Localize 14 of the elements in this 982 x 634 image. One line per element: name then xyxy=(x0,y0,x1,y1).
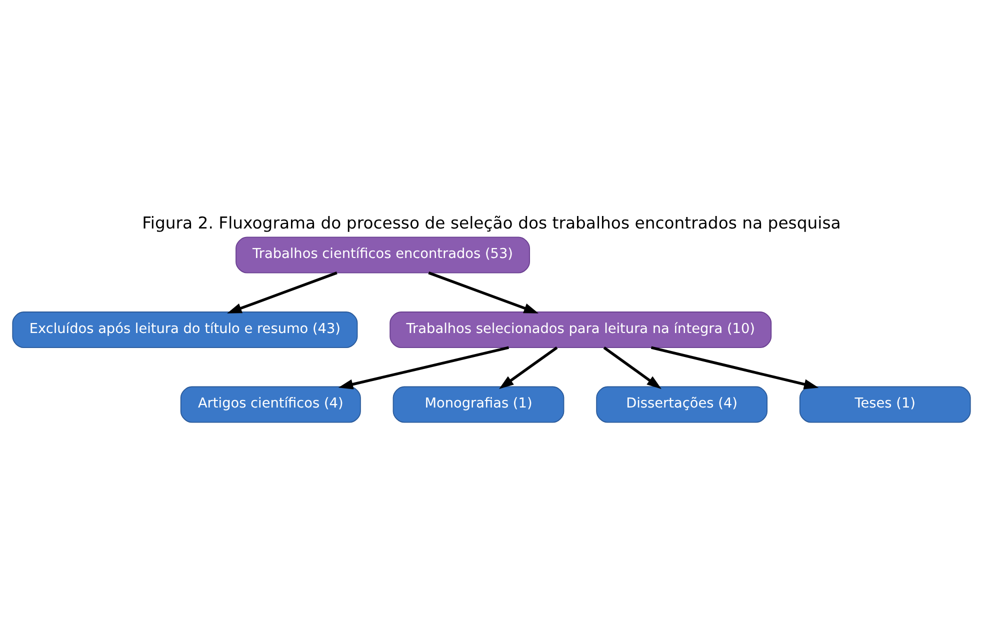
arrow xyxy=(602,346,661,389)
node-box: Trabalhos selecionados para leitura na íntegra (10) xyxy=(389,312,772,348)
node-box: Excluídos após leitura do título e resumo (43) xyxy=(12,312,358,348)
arrow xyxy=(338,346,509,390)
arrow xyxy=(226,272,337,314)
node-box: Dissertações (4) xyxy=(596,386,767,423)
node-box: Teses (1) xyxy=(798,386,970,423)
diagram-title: Figura 2. Fluxograma do processo de seleção dos trabalhos encontrados na pesquisa xyxy=(142,213,840,232)
node-box: Monografias (1) xyxy=(392,386,564,423)
arrow xyxy=(650,346,818,390)
arrow xyxy=(428,272,538,314)
node-box: Artigos científicos (4) xyxy=(180,386,360,423)
node-box: Trabalhos científicos encontrados (53) xyxy=(235,236,530,274)
arrow xyxy=(498,346,558,389)
